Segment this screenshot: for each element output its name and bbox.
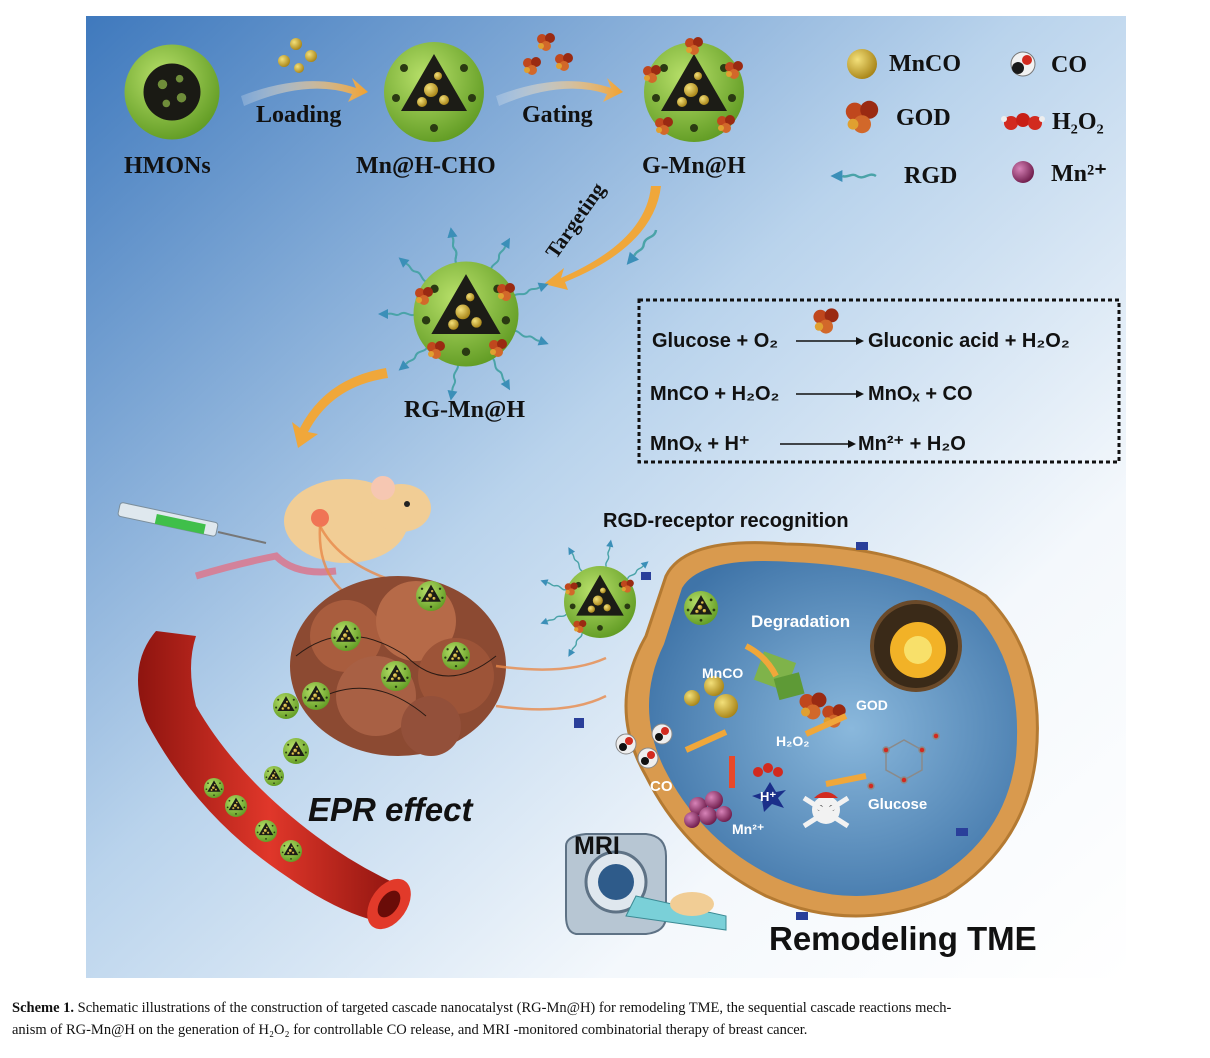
- epr-label: EPR effect: [308, 791, 474, 828]
- legend: MnCO CO GOD H₂O₂ RGD Mn²⁺: [829, 49, 1107, 189]
- legend-h2o2: H₂O₂: [1052, 109, 1104, 135]
- reaction-2-left: MnCO + H₂O₂: [650, 383, 779, 405]
- loading-arrow: [241, 78, 368, 106]
- legend-rgd: RGD: [904, 163, 957, 189]
- glucose-molecule: [867, 732, 940, 790]
- g-mn-h-label: G-Mn@H: [642, 153, 746, 179]
- reaction-1-left: Glucose + O₂: [652, 330, 778, 352]
- cell-mn2-label: Mn²⁺: [732, 821, 764, 837]
- caption-label: Scheme 1.: [12, 1000, 75, 1016]
- reaction-3-right: Mn²⁺ + H₂O: [858, 433, 966, 455]
- cell-co-label: CO: [650, 778, 673, 795]
- to-mouse-arrow: [292, 368, 388, 448]
- recognition-label: RGD-receptor recognition: [603, 510, 849, 532]
- caption-line-1: Schematic illustrations of the construct…: [74, 1000, 952, 1016]
- scheme-figure: HMONs Loading Mn@H-CHO Gating G-Mn@H MnC…: [86, 16, 1126, 978]
- reaction-2-right: MnOₓ + CO: [868, 383, 973, 405]
- legend-mn2: Mn²⁺: [1051, 161, 1107, 187]
- loading-dots: [278, 38, 317, 73]
- hmons-label: HMONs: [124, 153, 211, 179]
- caption-line-2: anism of RG-Mn@H on the generation of H₂…: [12, 1022, 808, 1038]
- legend-mnco: MnCO: [889, 51, 961, 77]
- mn2-icon: [1012, 161, 1034, 183]
- cancer-cell: [574, 541, 1039, 920]
- skull-icon: [802, 792, 850, 829]
- gating-arrow: [496, 78, 623, 106]
- mnco-icon: [847, 49, 877, 79]
- reaction-1-right: Gluconic acid + H₂O₂: [868, 330, 1070, 352]
- blood-vessel: [138, 631, 411, 930]
- mri-scanner: [565, 833, 727, 935]
- rg-mn-h-label: RG-Mn@H: [404, 397, 525, 423]
- remodeling-label: Remodeling TME: [769, 920, 1037, 957]
- mn-h-cho-particle: [384, 42, 484, 142]
- h2o2-icon: [1001, 113, 1045, 130]
- gating-label: Gating: [522, 102, 593, 128]
- figure-caption: Scheme 1. Schematic illustrations of the…: [12, 997, 1202, 1041]
- cell-mnco-label: MnCO: [702, 665, 743, 681]
- co-molecules: [615, 723, 673, 769]
- cell-glucose-label: Glucose: [868, 796, 927, 813]
- mouse-syringe: [117, 476, 431, 580]
- degradation-label: Degradation: [751, 612, 850, 631]
- cell-h2o2-label: H₂O₂: [776, 733, 809, 749]
- reaction-3-left: MnOₓ + H⁺: [650, 433, 750, 455]
- h-plus-icon: [752, 782, 786, 812]
- targeting-arrow: [544, 186, 661, 290]
- cell-god-label: GOD: [856, 697, 888, 713]
- loading-label: Loading: [256, 102, 341, 128]
- tumor: [273, 576, 506, 764]
- cell-h-plus-label: H⁺: [760, 789, 776, 804]
- mn2-cluster: [684, 791, 732, 828]
- reactions-box: Glucose + O₂ Gluconic acid + H₂O₂ MnCO +…: [637, 298, 1121, 464]
- mri-label: MRI: [574, 832, 620, 860]
- legend-god: GOD: [896, 105, 951, 131]
- legend-co: CO: [1051, 52, 1087, 78]
- co-icon: [1010, 51, 1036, 77]
- hmons-particle: [124, 44, 220, 140]
- mn-h-cho-label: Mn@H-CHO: [356, 153, 496, 179]
